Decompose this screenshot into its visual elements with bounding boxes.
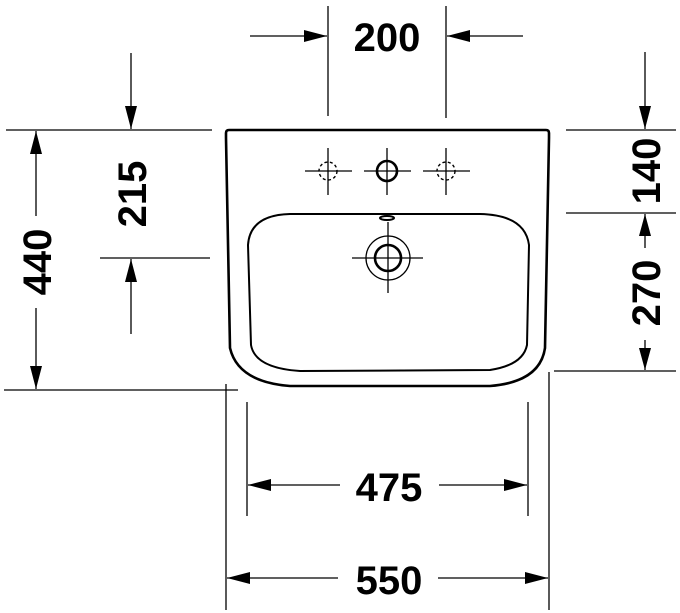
dimension-wall-to-drain: 215 bbox=[100, 53, 210, 334]
dimension-tap-spacing: 200 bbox=[250, 6, 523, 118]
tap-hole-left bbox=[305, 148, 352, 195]
dimension-overall-depth: 440 bbox=[4, 129, 238, 391]
dim-label-440: 440 bbox=[16, 229, 60, 296]
dimension-wall-to-bowl: 140 bbox=[566, 52, 676, 214]
drain bbox=[352, 222, 423, 293]
bowl-inner-outline bbox=[246, 213, 531, 373]
dim-label-475: 475 bbox=[356, 466, 423, 510]
dimension-bowl-width: 475 bbox=[246, 402, 529, 516]
dim-label-270: 270 bbox=[625, 260, 669, 327]
tap-hole-center bbox=[364, 148, 411, 195]
dim-label-200: 200 bbox=[354, 16, 421, 60]
basin-outer-outline bbox=[224, 128, 551, 388]
dim-label-550: 550 bbox=[356, 559, 423, 603]
tap-hole-right bbox=[423, 148, 470, 195]
overflow-slot bbox=[379, 215, 395, 221]
dim-label-215: 215 bbox=[111, 161, 155, 228]
dimension-bowl-depth: 270 bbox=[554, 214, 676, 372]
dimension-overall-width: 550 bbox=[225, 372, 550, 610]
dim-label-140: 140 bbox=[625, 138, 669, 205]
